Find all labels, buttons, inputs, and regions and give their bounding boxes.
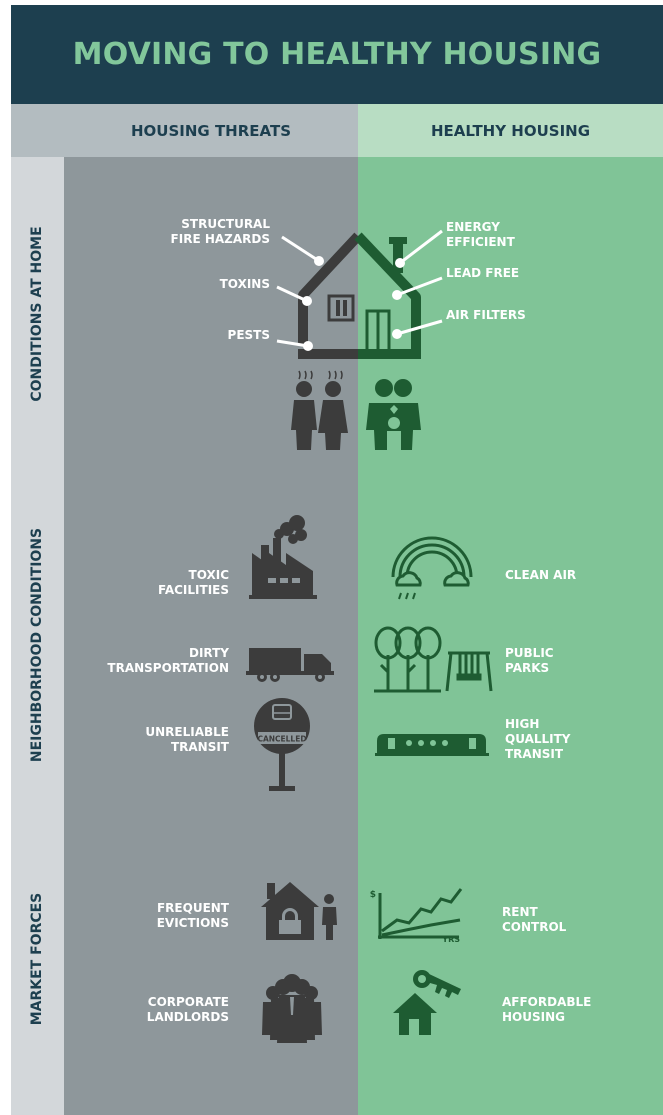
label-high-quality-transit: HIGH QUALLITY TRANSIT bbox=[505, 717, 571, 762]
label-fire-hazards-line1: STRUCTURAL bbox=[181, 217, 270, 231]
train-icon bbox=[375, 734, 489, 756]
label-dirty-line2: TRANSPORTATION bbox=[107, 661, 229, 675]
rainbow-icon bbox=[391, 536, 473, 600]
locked-house-icon bbox=[261, 882, 337, 940]
rent-chart-icon: $ YRS bbox=[370, 888, 463, 944]
label-landlords-line1: CORPORATE bbox=[147, 995, 229, 1009]
label-transit-line2: QUALLITY bbox=[505, 732, 571, 746]
icon-artwork: CANCELLED $ YR bbox=[246, 229, 493, 1043]
healthy-family-icon bbox=[366, 379, 421, 450]
label-affordable-line1: AFFORDABLE bbox=[502, 995, 592, 1009]
label-rent-line1: RENT bbox=[502, 905, 538, 919]
chart-dollar-label: $ bbox=[370, 890, 376, 900]
label-corporate-landlords: CORPORATE LANDLORDS bbox=[147, 995, 229, 1025]
section-label-strip bbox=[11, 104, 64, 1115]
label-toxic-line2: FACILITIES bbox=[158, 583, 229, 597]
healthy-panel bbox=[358, 157, 663, 1115]
label-parks-line2: PARKS bbox=[505, 661, 550, 675]
house-icon bbox=[276, 229, 443, 359]
label-unreliable-line1: UNRELIABLE bbox=[145, 725, 229, 739]
label-clean-air: CLEAN AIR bbox=[505, 568, 577, 582]
label-energy-efficient: ENERGY EFFICIENT bbox=[446, 220, 515, 250]
label-pests: PESTS bbox=[227, 328, 270, 342]
column-header-healthy-text: HEALTHY HOUSING bbox=[430, 121, 591, 140]
label-unreliable-line2: TRANSIT bbox=[170, 740, 229, 754]
label-unreliable-transit: UNRELIABLE TRANSIT bbox=[145, 725, 229, 755]
label-dirty-transportation: DIRTY TRANSPORTATION bbox=[107, 646, 229, 676]
title-banner: MOVING TO HEALTHY HOUSING bbox=[11, 5, 663, 104]
label-parks-line1: PUBLIC bbox=[505, 646, 554, 660]
label-transit-line3: TRANSIT bbox=[505, 747, 564, 761]
label-evictions-line1: FREQUENT bbox=[156, 901, 229, 915]
label-lead-free: LEAD FREE bbox=[446, 266, 520, 280]
crowd-icon bbox=[262, 974, 322, 1043]
label-landlords-line2: LANDLORDS bbox=[146, 1010, 229, 1024]
label-toxic-facilities: TOXIC FACILITIES bbox=[158, 568, 229, 598]
chart-years-label: YRS bbox=[441, 935, 460, 944]
cancelled-sign-text: CANCELLED bbox=[257, 735, 306, 744]
truck-icon bbox=[246, 648, 334, 682]
label-fire-hazards-line2: FIRE HAZARDS bbox=[170, 232, 270, 246]
label-frequent-evictions: FREQUENT EVICTIONS bbox=[157, 901, 229, 931]
column-header-threats: HOUSING THREATS bbox=[11, 104, 358, 157]
sick-people-icon bbox=[291, 370, 348, 450]
label-energy-line1: ENERGY bbox=[446, 220, 500, 234]
threats-panel bbox=[64, 157, 358, 1115]
page-title: MOVING TO HEALTHY HOUSING bbox=[72, 37, 602, 72]
factory-icon bbox=[249, 515, 317, 599]
label-dirty-line1: DIRTY bbox=[188, 646, 229, 660]
swing-icon bbox=[445, 651, 493, 692]
label-affordable-housing: AFFORDABLE HOUSING bbox=[502, 995, 591, 1025]
column-header-threats-text: HOUSING THREATS bbox=[130, 121, 292, 140]
label-toxic-line1: TOXIC bbox=[188, 568, 229, 582]
label-energy-line2: EFFICIENT bbox=[446, 235, 515, 249]
bus-stop-sign-icon: CANCELLED bbox=[254, 698, 310, 791]
label-evictions-line2: EVICTIONS bbox=[156, 916, 229, 930]
label-affordable-line2: HOUSING bbox=[502, 1010, 565, 1024]
label-rent-line2: CONTROL bbox=[502, 920, 567, 934]
column-header-healthy: HEALTHY HOUSING bbox=[358, 104, 663, 157]
key-house-icon bbox=[393, 970, 461, 1035]
label-air-filters: AIR FILTERS bbox=[446, 308, 526, 322]
label-transit-line1: HIGH bbox=[505, 717, 540, 731]
label-toxins: TOXINS bbox=[219, 277, 270, 291]
trees-icon bbox=[374, 626, 442, 693]
label-rent-control: RENT CONTROL bbox=[502, 905, 566, 935]
infographic: MOVING TO HEALTHY HOUSING HOUSING THREAT… bbox=[11, 5, 663, 1115]
label-public-parks: PUBLIC PARKS bbox=[505, 646, 554, 676]
label-fire-hazards: STRUCTURAL FIRE HAZARDS bbox=[171, 217, 270, 247]
